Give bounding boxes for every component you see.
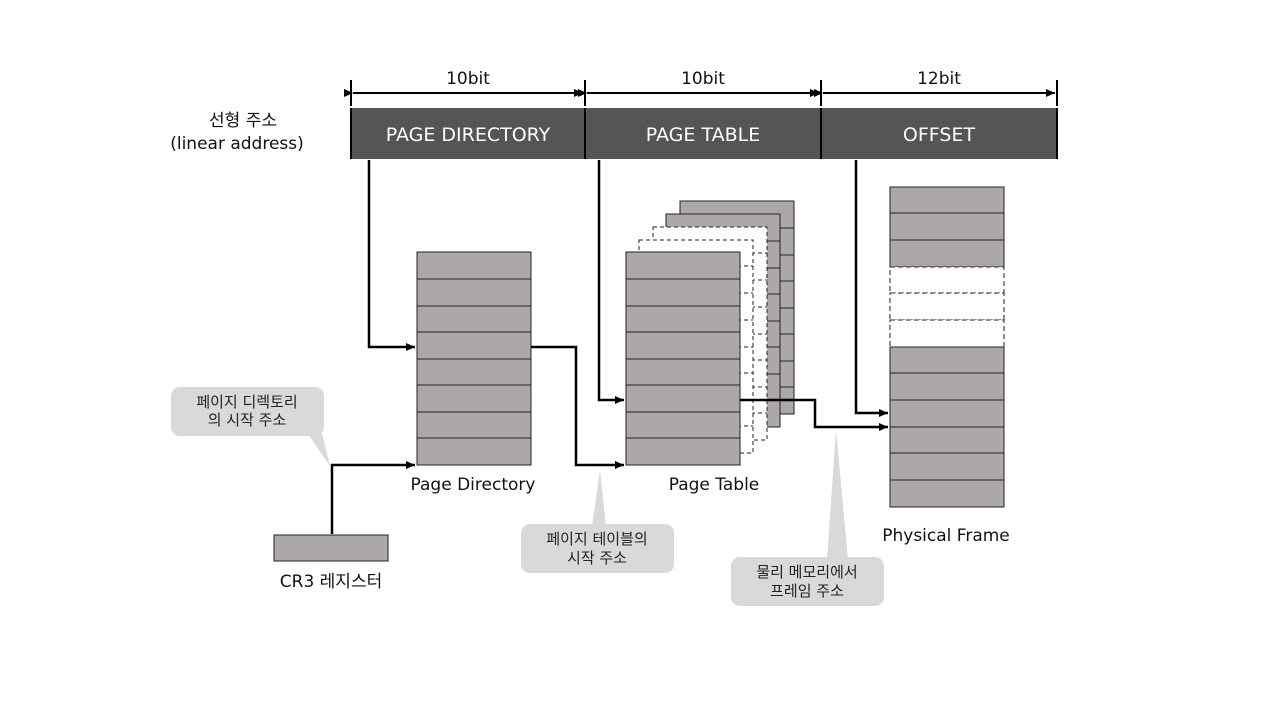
callout-pd-start-line2: 의 시작 주소 xyxy=(208,411,287,429)
bit-label-directory: 10bit xyxy=(446,69,490,89)
cr3-label: CR3 레지스터 xyxy=(280,572,382,592)
physical-frame-table xyxy=(889,186,1005,508)
page-directory-table xyxy=(416,251,532,466)
bit-width-dimensions: 10bit 10bit 12bit xyxy=(344,69,1058,106)
page-directory-label: Page Directory xyxy=(411,475,536,495)
callout-frame-addr: 물리 메모리에서 프레임 주소 xyxy=(731,430,884,606)
connectors xyxy=(330,160,888,534)
cr3-register xyxy=(273,534,389,562)
page-table-stack xyxy=(625,200,795,466)
physical-frame-label: Physical Frame xyxy=(882,526,1010,546)
linear-address-label-en: (linear address) xyxy=(170,134,304,154)
page-table-label: Page Table xyxy=(669,475,760,495)
callout-frame-addr-line2: 프레임 주소 xyxy=(770,582,844,600)
callout-pd-start-line1: 페이지 디렉토리 xyxy=(196,393,297,411)
linear-address-bar: PAGE DIRECTORY PAGE TABLE OFFSET xyxy=(350,108,1058,159)
bit-label-offset: 12bit xyxy=(917,69,961,89)
field-page-directory: PAGE DIRECTORY xyxy=(386,124,551,146)
field-offset: OFFSET xyxy=(903,124,976,146)
callout-pt-start: 페이지 테이블의 시작 주소 xyxy=(521,470,674,573)
callout-pt-start-line2: 시작 주소 xyxy=(567,549,627,567)
callout-frame-addr-line1: 물리 메모리에서 xyxy=(756,563,857,581)
bit-label-table: 10bit xyxy=(681,69,725,89)
callout-pt-start-line1: 페이지 테이블의 xyxy=(546,530,647,548)
callout-pd-start: 페이지 디렉토리 의 시작 주소 xyxy=(171,387,330,466)
field-page-table: PAGE TABLE xyxy=(646,124,760,146)
linear-address-label-ko: 선형 주소 xyxy=(209,111,277,131)
